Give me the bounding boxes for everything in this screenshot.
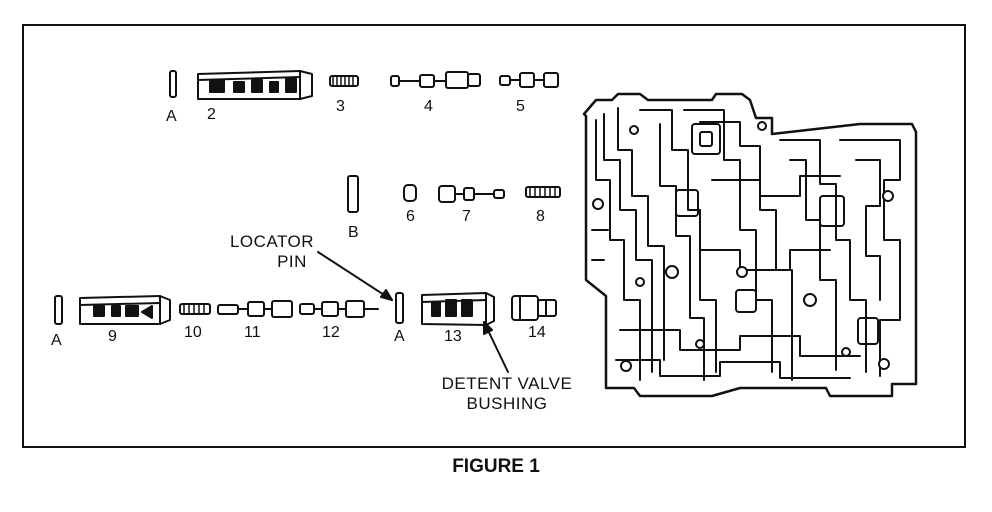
part-8-spring (525, 186, 561, 198)
part-9-bushing (79, 295, 171, 325)
locator-pin-a-mid (395, 292, 404, 324)
detent-bushing-callout-line1: DETENT VALVE (441, 374, 573, 393)
label-part-2: 2 (207, 106, 216, 123)
label-part-5: 5 (516, 98, 525, 115)
part-4-valve (390, 71, 481, 89)
part-11-valve (217, 300, 293, 318)
figure-title: FIGURE 1 (452, 456, 540, 477)
locator-pin-a-top (169, 70, 177, 98)
part-12-valve (299, 300, 379, 318)
part-3-spring (329, 75, 359, 87)
label-part-11: 11 (244, 324, 261, 341)
label-part-14: 14 (528, 324, 546, 341)
part-2-bushing (197, 70, 313, 100)
label-pin-a-left: A (51, 332, 62, 349)
diagram-frame (22, 24, 966, 448)
locator-pin-leader (317, 251, 393, 301)
part-5-valve (499, 72, 559, 88)
detent-bushing-leader (483, 321, 509, 373)
label-part-9: 9 (108, 328, 117, 345)
locator-pin-callout: LOCATOR PIN (216, 232, 328, 272)
label-part-4: 4 (424, 98, 433, 115)
part-14-valve (511, 295, 557, 321)
label-part-12: 12 (322, 324, 340, 341)
label-part-6: 6 (406, 208, 415, 225)
locator-pin-a-left (54, 295, 63, 325)
label-part-8: 8 (536, 208, 545, 225)
detent-bushing-callout-line2: BUSHING (466, 394, 548, 413)
locator-pin-callout-line1: LOCATOR (229, 232, 315, 251)
label-pin-b: B (348, 224, 359, 241)
part-10-spring (179, 303, 211, 315)
label-part-3: 3 (336, 98, 345, 115)
part-13-detent-bushing (421, 292, 495, 326)
part-7-valve (438, 185, 505, 203)
label-part-7: 7 (462, 208, 471, 225)
label-part-10: 10 (184, 324, 202, 341)
valve-body-casting (582, 92, 918, 398)
detent-bushing-callout: DETENT VALVE BUSHING (432, 374, 582, 414)
part-6-plug (403, 184, 417, 202)
locator-pin-callout-line2: PIN (277, 252, 307, 271)
label-pin-a-mid: A (394, 328, 405, 345)
label-part-13: 13 (444, 328, 462, 345)
locator-pin-b (347, 175, 359, 213)
label-pin-a-top: A (166, 108, 177, 125)
